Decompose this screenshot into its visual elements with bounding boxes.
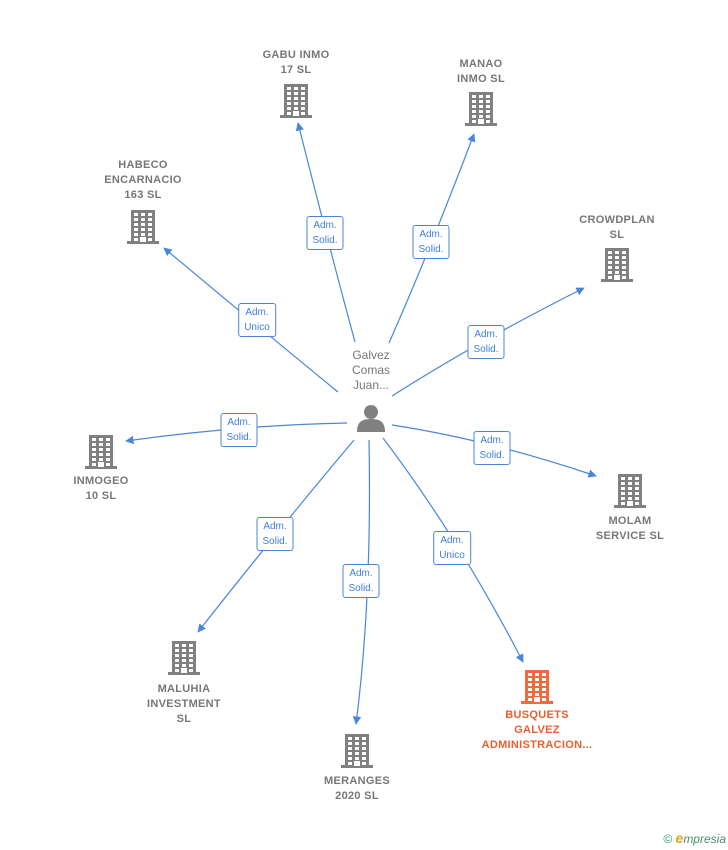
role-badge-meranges-line: Solid. <box>348 583 374 594</box>
building-icon-meranges[interactable] <box>341 734 373 768</box>
footer-brand[interactable]: © empresia <box>663 830 726 846</box>
person-name-label-line: Comas <box>351 363 391 377</box>
company-label-crowdplan-line: SL <box>609 229 625 241</box>
role-badge-habeco[interactable]: Adm. Unico <box>238 303 276 337</box>
role-badge-crowdplan-line: Adm. <box>474 329 498 340</box>
company-label-gabu-line: GABU INMO <box>262 49 330 61</box>
role-badge-manao[interactable]: Adm. Solid. <box>412 225 450 259</box>
company-label-gabu[interactable]: GABU INMO 17 SL <box>263 48 330 78</box>
company-label-crowdplan-line: CROWDPLAN <box>579 214 655 226</box>
role-badge-inmogeo-line: Solid. <box>226 432 252 443</box>
person-icon[interactable] <box>357 405 385 432</box>
company-label-busquets-line: BUSQUETS <box>505 709 569 721</box>
building-icon-habeco[interactable] <box>127 210 159 244</box>
company-label-manao[interactable]: MANAO INMO SL <box>457 57 505 87</box>
role-badge-maluhia-line: Adm. <box>263 521 287 532</box>
building-icon-crowdplan[interactable] <box>601 248 633 282</box>
role-badge-habeco-line: Unico <box>244 322 270 333</box>
role-badge-maluhia-line: Solid. <box>262 536 288 547</box>
company-label-habeco-line: 163 SL <box>124 189 162 201</box>
role-badge-crowdplan[interactable]: Adm. Solid. <box>467 325 505 359</box>
company-label-inmogeo-line: 10 SL <box>85 490 117 502</box>
brand-name: mpresia <box>683 832 726 846</box>
company-label-molam-line: MOLAM <box>608 515 652 527</box>
person-name-label-line: Galvez <box>352 348 390 362</box>
building-icon-inmogeo[interactable] <box>85 435 117 469</box>
company-label-molam[interactable]: MOLAM SERVICE SL <box>596 514 664 544</box>
company-label-manao-line: MANAO <box>459 58 503 70</box>
company-label-busquets-line: ADMINISTRACION... <box>481 739 593 751</box>
company-label-molam-line: SERVICE SL <box>595 530 665 542</box>
brand-initial: e <box>675 830 684 846</box>
copyright-symbol: © <box>663 832 673 846</box>
company-label-manao-line: INMO SL <box>457 73 505 85</box>
company-label-crowdplan[interactable]: CROWDPLAN SL <box>579 213 654 243</box>
building-icon-maluhia[interactable] <box>168 641 200 675</box>
company-label-meranges[interactable]: MERANGES 2020 SL <box>324 774 390 804</box>
role-badge-busquets-line: Unico <box>439 550 465 561</box>
role-badge-manao-line: Adm. <box>419 229 443 240</box>
role-badge-meranges[interactable]: Adm. Solid. <box>342 564 380 598</box>
company-label-maluhia-line: INVESTMENT <box>147 698 221 710</box>
role-badge-busquets[interactable]: Adm. Unico <box>433 531 471 565</box>
role-badge-gabu[interactable]: Adm. Solid. <box>306 216 344 250</box>
role-badge-gabu-line: Adm. <box>313 220 337 231</box>
building-icon-gabu[interactable] <box>280 84 312 118</box>
role-badge-inmogeo-line: Adm. <box>227 417 251 428</box>
company-label-maluhia-line: MALUHIA <box>157 683 211 695</box>
role-badge-crowdplan-line: Solid. <box>473 344 499 355</box>
building-icon-busquets[interactable] <box>521 670 553 704</box>
company-label-maluhia[interactable]: MALUHIA INVESTMENT SL <box>147 682 221 727</box>
company-label-busquets[interactable]: BUSQUETS GALVEZ ADMINISTRACION... <box>482 708 593 753</box>
role-badge-gabu-line: Solid. <box>312 235 338 246</box>
company-label-meranges-line: MERANGES <box>324 775 390 787</box>
company-label-meranges-line: 2020 SL <box>335 790 379 802</box>
role-badge-manao-line: Solid. <box>418 244 444 255</box>
role-badge-molam[interactable]: Adm. Solid. <box>473 431 511 465</box>
role-badge-meranges-line: Adm. <box>349 568 373 579</box>
company-label-busquets-line: GALVEZ <box>514 724 560 736</box>
company-label-inmogeo-line: INMOGEO <box>73 475 129 487</box>
company-label-maluhia-line: SL <box>176 713 192 725</box>
company-label-habeco-line: ENCARNACIO <box>104 174 182 186</box>
role-badge-inmogeo[interactable]: Adm. Solid. <box>220 413 258 447</box>
building-icon-manao[interactable] <box>465 92 497 126</box>
company-label-gabu-line: 17 SL <box>280 64 312 76</box>
company-label-inmogeo[interactable]: INMOGEO 10 SL <box>73 474 128 504</box>
brand-logo: empresia <box>675 830 726 846</box>
role-badge-molam-line: Adm. <box>480 435 504 446</box>
building-icon-molam[interactable] <box>614 474 646 508</box>
role-badge-busquets-line: Adm. <box>440 535 464 546</box>
person-name-label-line: Juan... <box>352 378 390 392</box>
company-label-habeco-line: HABECO <box>118 159 168 171</box>
role-badge-habeco-line: Adm. <box>245 307 269 318</box>
role-badge-maluhia[interactable]: Adm. Solid. <box>256 517 294 551</box>
role-badge-molam-line: Solid. <box>479 450 505 461</box>
company-label-habeco[interactable]: HABECO ENCARNACIO 163 SL <box>104 158 182 203</box>
